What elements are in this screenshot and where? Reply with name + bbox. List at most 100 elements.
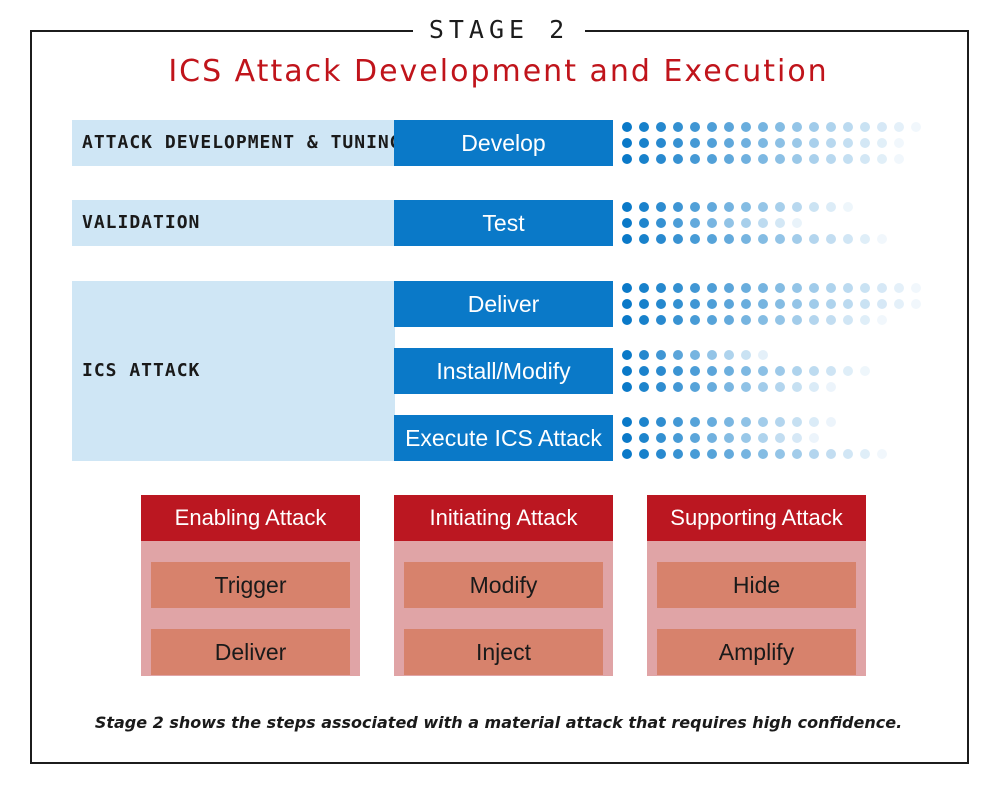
trail-dot xyxy=(826,299,836,309)
trail-dot xyxy=(656,350,666,360)
row-label-ics-attack: ICS ATTACK xyxy=(82,360,201,381)
diagram-title: ICS Attack Development and Execution xyxy=(168,54,829,89)
trail-dot xyxy=(724,449,734,459)
panel-header-initiating-attack: Initiating Attack xyxy=(394,495,613,541)
trail-dot xyxy=(843,315,853,325)
trail-dot xyxy=(639,315,649,325)
trail-dot xyxy=(741,315,751,325)
trail-dot xyxy=(758,202,768,212)
trail-dot xyxy=(792,202,802,212)
trail-dot xyxy=(792,283,802,293)
step-test: Test xyxy=(394,200,613,246)
trail-dot xyxy=(877,154,887,164)
trail-dot xyxy=(690,366,700,376)
trail-dot xyxy=(758,417,768,427)
trail-dot xyxy=(673,218,683,228)
trail-dot xyxy=(775,154,785,164)
trail-dot xyxy=(690,382,700,392)
trail-dot xyxy=(707,299,717,309)
trail-dot xyxy=(690,299,700,309)
trail-dot xyxy=(792,218,802,228)
trail-dot xyxy=(860,366,870,376)
trail-dot xyxy=(860,299,870,309)
trail-dot xyxy=(690,433,700,443)
trail-dot xyxy=(911,122,921,132)
trail-dot xyxy=(826,138,836,148)
trail-dot xyxy=(758,315,768,325)
panel-item-trigger: Trigger xyxy=(151,562,350,608)
trail-dot xyxy=(843,283,853,293)
trail-dot xyxy=(639,234,649,244)
trail-dot xyxy=(894,154,904,164)
trail-dot xyxy=(758,218,768,228)
trail-dot xyxy=(775,433,785,443)
trail-dot xyxy=(673,234,683,244)
trail-dot xyxy=(758,449,768,459)
trail-dot xyxy=(639,218,649,228)
trail-dot xyxy=(622,350,632,360)
trail-dot xyxy=(775,218,785,228)
trail-dot xyxy=(724,283,734,293)
trail-dot xyxy=(741,382,751,392)
trail-dot xyxy=(843,138,853,148)
trail-dot xyxy=(894,299,904,309)
row-label-validation: VALIDATION xyxy=(82,212,201,233)
trail-dot xyxy=(741,202,751,212)
trail-dot xyxy=(894,122,904,132)
trail-dot xyxy=(690,234,700,244)
trail-dot xyxy=(656,382,666,392)
trail-dot xyxy=(656,366,666,376)
trail-dot xyxy=(741,299,751,309)
trail-dot xyxy=(775,417,785,427)
panel-item-hide: Hide xyxy=(657,562,856,608)
trail-dot xyxy=(775,315,785,325)
trail-dot xyxy=(758,154,768,164)
panel-header-supporting-attack: Supporting Attack xyxy=(647,495,866,541)
trail-dot xyxy=(707,417,717,427)
trail-dot xyxy=(673,315,683,325)
trail-dot xyxy=(673,417,683,427)
stage-label: STAGE 2 xyxy=(413,14,585,46)
trail-dot xyxy=(656,122,666,132)
panel-item-modify: Modify xyxy=(404,562,603,608)
trail-dot xyxy=(758,433,768,443)
trail-dot xyxy=(809,382,819,392)
trail-dot xyxy=(775,234,785,244)
trail-dot xyxy=(707,122,717,132)
trail-dot xyxy=(707,433,717,443)
dot-trail-install-modify xyxy=(622,350,870,392)
trail-dot xyxy=(622,122,632,132)
trail-dot xyxy=(639,433,649,443)
trail-dot xyxy=(809,202,819,212)
trail-dot xyxy=(809,234,819,244)
trail-dot xyxy=(622,138,632,148)
trail-dot xyxy=(656,218,666,228)
trail-dot xyxy=(741,138,751,148)
trail-dot xyxy=(690,138,700,148)
trail-dot xyxy=(639,350,649,360)
trail-dot xyxy=(656,299,666,309)
trail-dot xyxy=(809,122,819,132)
trail-dot xyxy=(707,154,717,164)
trail-dot xyxy=(741,234,751,244)
trail-dot xyxy=(724,234,734,244)
panel-initiating-attack: Initiating Attack Modify Inject xyxy=(394,495,613,676)
trail-dot xyxy=(792,366,802,376)
trail-dot xyxy=(758,350,768,360)
trail-dot xyxy=(724,122,734,132)
trail-dot xyxy=(826,449,836,459)
trail-dot xyxy=(724,315,734,325)
trail-dot xyxy=(826,382,836,392)
panel-enabling-attack: Enabling Attack Trigger Deliver xyxy=(141,495,360,676)
trail-dot xyxy=(690,283,700,293)
trail-dot xyxy=(809,315,819,325)
trail-dot xyxy=(758,138,768,148)
trail-dot xyxy=(826,366,836,376)
trail-dot xyxy=(758,234,768,244)
trail-dot xyxy=(860,234,870,244)
trail-dot xyxy=(690,315,700,325)
trail-dot xyxy=(673,299,683,309)
trail-dot xyxy=(707,449,717,459)
trail-dot xyxy=(911,283,921,293)
trail-dot xyxy=(622,218,632,228)
